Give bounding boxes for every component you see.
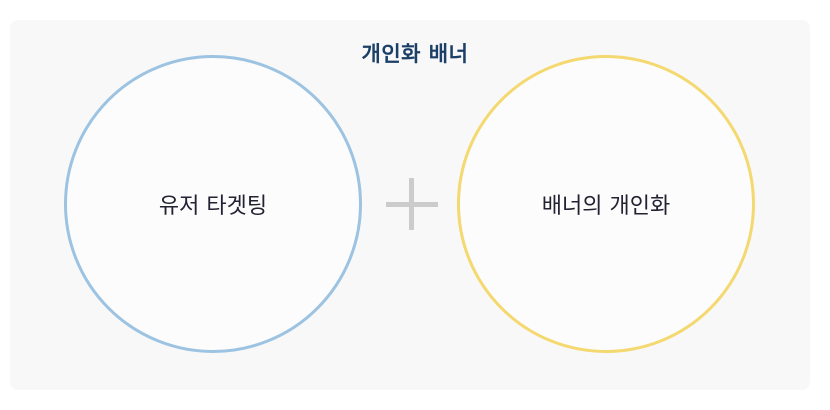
banner-personalization-label: 배너의 개인화 [541,194,671,219]
user-targeting-circle: 유저 타겟팅 [64,55,362,353]
diagram-title: 개인화 배너 [361,42,469,66]
user-targeting-label: 유저 타겟팅 [158,194,268,219]
plus-vertical-bar [409,178,414,230]
plus-icon [386,178,438,230]
banner-personalization-circle: 배너의 개인화 [457,55,755,353]
